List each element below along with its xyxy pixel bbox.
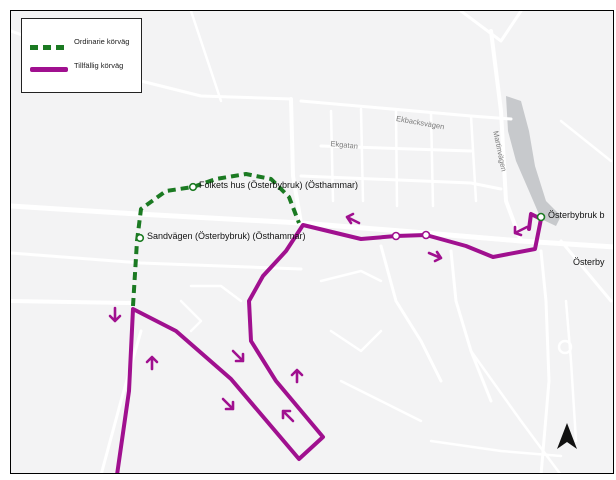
water-body [506,96,561,226]
arrow-up-icon [145,355,159,371]
stop-temp-2 [421,230,431,240]
arrow-diag-icon [281,409,295,423]
stop-label-sandvagen: Sandvägen (Österbybruk) (Östhammar) [147,231,306,241]
direction-arrows [108,212,529,423]
arrow-left-icon [513,225,529,237]
temporary-route [115,212,543,473]
map-frame[interactable] [10,10,614,474]
north-arrow-icon [557,423,577,449]
stop-label-osterbybruk-b: Österbybruk b [548,210,605,220]
legend-row-regular: Ordinarie körväg [30,37,134,50]
legend-label-regular: Ordinarie körväg [74,37,130,46]
arrow-right-icon [427,250,443,263]
map-canvas[interactable] [11,11,614,474]
place-label-osterby: Österby [573,257,605,267]
legend-swatch-regular [30,45,68,50]
stop-folkets-hus [188,182,198,192]
legend-label-temporary: Tillfällig körväg [74,61,124,70]
stop-osterbybruk-b [536,212,546,222]
stop-temp-1 [391,231,401,241]
arrow-diag-icon [231,349,245,363]
stop-markers [135,182,546,243]
roundabout [557,339,573,355]
legend-swatch-temporary [30,67,68,72]
map-legend: Ordinarie körväg Tillfällig körväg [21,18,142,93]
arrow-diag-icon [221,397,235,411]
arrow-left-icon [345,212,361,225]
stop-label-folkets-hus: Folkets hus (Österbybruk) (Östhammar) [199,180,359,190]
regular-route-line [131,172,301,307]
arrow-down-icon [108,306,122,323]
legend-row-temporary: Tillfällig körväg [30,61,144,72]
stop-sandvagen [135,233,145,243]
arrow-up-icon [290,368,304,384]
road-network [11,11,613,473]
